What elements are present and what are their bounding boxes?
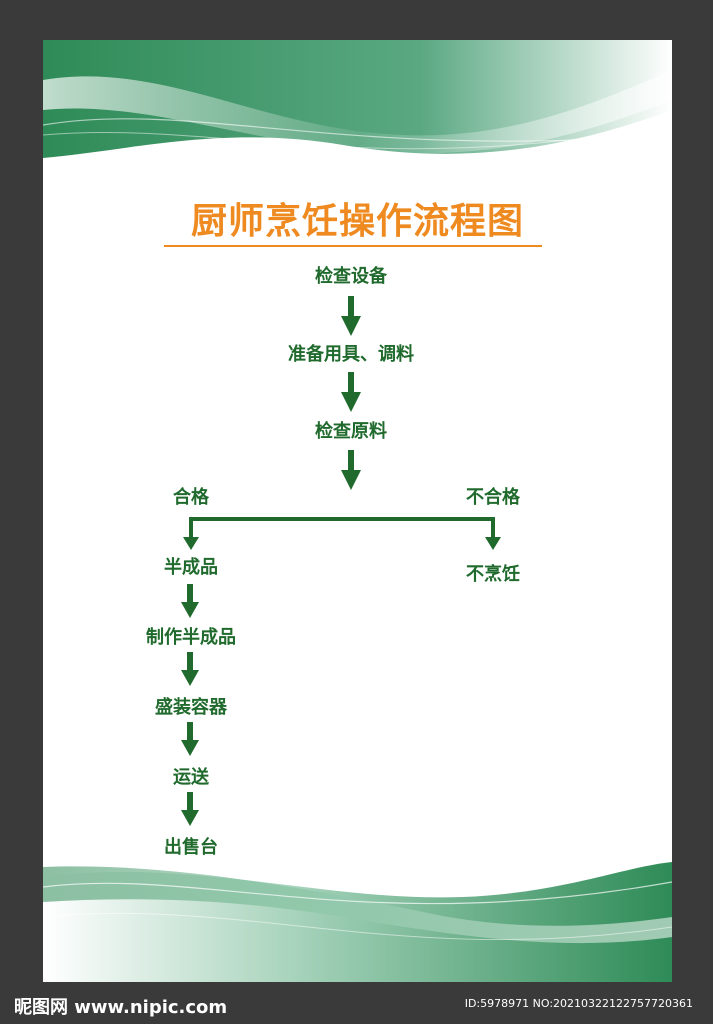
label-unqualified: 不合格 (466, 487, 520, 508)
step-check-materials: 检查原料 (315, 421, 387, 442)
arrow-6 (181, 722, 199, 756)
arrow-7 (181, 792, 199, 826)
arrow-5 (181, 652, 199, 686)
step-semi-finished: 半成品 (164, 557, 218, 578)
branch-line (183, 517, 501, 550)
arrow-3 (341, 450, 361, 490)
step-transport: 运送 (173, 767, 209, 788)
step-fill-container: 盛装容器 (155, 697, 227, 718)
watermark-id: ID:5978971 NO:20210322122757720361 (464, 997, 693, 1010)
flow-arrows (181, 296, 501, 826)
step-check-equipment: 检查设备 (315, 266, 387, 287)
title-underline (164, 245, 542, 247)
poster: 厨师烹饪操作流程图 (43, 40, 672, 982)
arrow-2 (341, 372, 361, 412)
step-counter: 出售台 (164, 837, 218, 858)
bottom-wave-decoration (43, 862, 672, 982)
label-qualified: 合格 (173, 487, 209, 508)
step-no-cooking: 不烹饪 (466, 564, 520, 585)
watermark-logo: 昵图网 www.nipic.com (14, 997, 228, 1018)
arrow-1 (341, 296, 361, 336)
page-title: 厨师烹饪操作流程图 (190, 200, 524, 242)
arrow-4 (181, 584, 199, 618)
step-make-semi-finished: 制作半成品 (146, 627, 236, 648)
top-wave-decoration (43, 40, 672, 158)
step-prepare-tools: 准备用具、调料 (288, 344, 414, 365)
